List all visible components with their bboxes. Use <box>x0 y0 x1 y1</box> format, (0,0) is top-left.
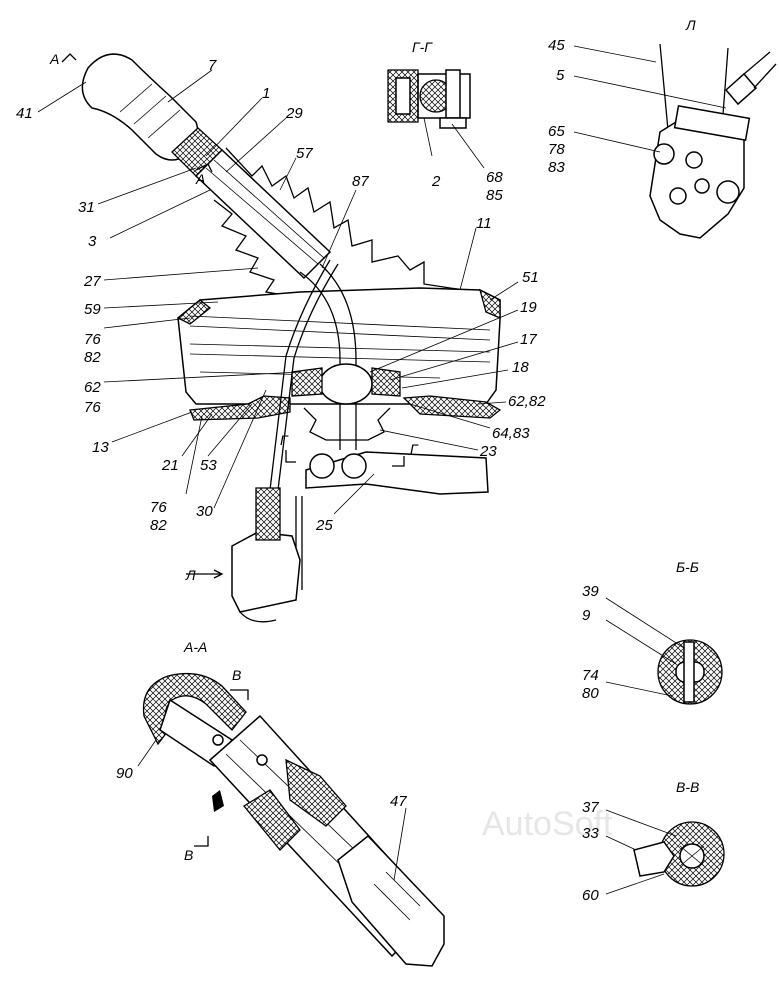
aa-label-90: 90 <box>116 765 133 782</box>
lower-boot <box>303 407 391 441</box>
spring-upper <box>189 315 491 341</box>
gg-label-85: 85 <box>486 187 503 204</box>
label-25: 25 <box>315 517 333 534</box>
label-21: 21 <box>161 457 179 474</box>
label-82c: 82 <box>150 517 167 534</box>
ball-joint <box>319 363 373 405</box>
label-82a: 82 <box>84 349 101 366</box>
section-gg-title: Г-Г <box>412 39 433 55</box>
label-1: 1 <box>262 85 270 102</box>
label-18: 18 <box>512 359 529 376</box>
cut-mark-g-right: Г <box>410 441 419 457</box>
label-59: 59 <box>84 301 101 318</box>
view-l-label-78: 78 <box>548 141 565 158</box>
section-vv: В-В 37 33 60 <box>582 779 725 904</box>
label-3: 3 <box>88 233 97 250</box>
view-l: Л 45 5 65 78 83 <box>548 17 777 239</box>
label-57: 57 <box>296 145 313 162</box>
section-aa: А-А В В 90 47 <box>116 639 445 967</box>
label-17: 17 <box>520 331 537 348</box>
label-51: 51 <box>522 269 539 286</box>
vv-latch <box>633 841 675 877</box>
vv-label-60: 60 <box>582 887 599 904</box>
bottom-bracket <box>231 531 301 613</box>
label-13: 13 <box>92 439 109 456</box>
label-64-83: 64,83 <box>492 425 530 442</box>
base-flange <box>189 395 291 421</box>
bb-label-39: 39 <box>582 583 599 600</box>
label-31: 31 <box>78 199 95 216</box>
cut-mark-a-top: А <box>49 51 59 67</box>
bb-label-80: 80 <box>582 685 599 702</box>
gg-label-2: 2 <box>431 173 441 190</box>
label-53: 53 <box>200 457 217 474</box>
view-l-arrow-label: Л <box>185 567 196 583</box>
cut-mark-v-bottom: В <box>184 847 193 863</box>
bb-label-9: 9 <box>582 607 591 624</box>
section-vv-title: В-В <box>676 779 699 795</box>
cable <box>269 259 339 491</box>
view-l-label-45: 45 <box>548 37 565 54</box>
section-gg: Г-Г 2 68 85 <box>387 39 503 204</box>
shift-lever-rod <box>299 263 357 450</box>
label-7: 7 <box>208 57 217 74</box>
view-l-title: Л <box>685 17 696 33</box>
vv-label-37: 37 <box>582 799 599 816</box>
view-l-label-65: 65 <box>548 123 565 140</box>
watermark: AutoSoft <box>482 805 613 843</box>
label-76a: 76 <box>84 331 101 348</box>
label-62: 62 <box>84 379 101 396</box>
view-l-bracket <box>649 121 745 239</box>
main-assembly <box>81 53 502 623</box>
vv-label-33: 33 <box>582 825 599 842</box>
label-27: 27 <box>83 273 101 290</box>
main-labels: 41 7 1 29 31 57 87 3 11 27 51 59 19 76 8… <box>16 57 546 534</box>
gg-label-68: 68 <box>486 169 503 186</box>
section-aa-title: А-А <box>183 639 207 655</box>
view-l-label-5: 5 <box>556 67 565 84</box>
label-76b: 76 <box>84 399 101 416</box>
label-11: 11 <box>476 215 492 232</box>
label-23: 23 <box>479 443 497 460</box>
label-30: 30 <box>196 503 213 520</box>
view-l-label-83: 83 <box>548 159 565 176</box>
aa-label-47: 47 <box>390 793 407 810</box>
main-leader-lines <box>37 69 519 515</box>
cut-mark-a-lower: А <box>195 171 205 187</box>
bb-label-74: 74 <box>582 667 599 684</box>
section-bb-title: Б-Б <box>676 559 699 575</box>
section-bb: Б-Б 39 9 74 80 <box>582 559 723 705</box>
label-19: 19 <box>520 299 537 316</box>
cut-mark-v-top: В <box>232 667 241 683</box>
label-87: 87 <box>352 173 369 190</box>
cut-mark-g-left: Г <box>280 432 289 448</box>
label-29: 29 <box>285 105 303 122</box>
label-62-82: 62,82 <box>508 393 546 410</box>
lower-arm <box>305 451 489 495</box>
view-l-arrow <box>186 569 224 579</box>
label-41: 41 <box>16 105 33 122</box>
label-76c: 76 <box>150 499 167 516</box>
